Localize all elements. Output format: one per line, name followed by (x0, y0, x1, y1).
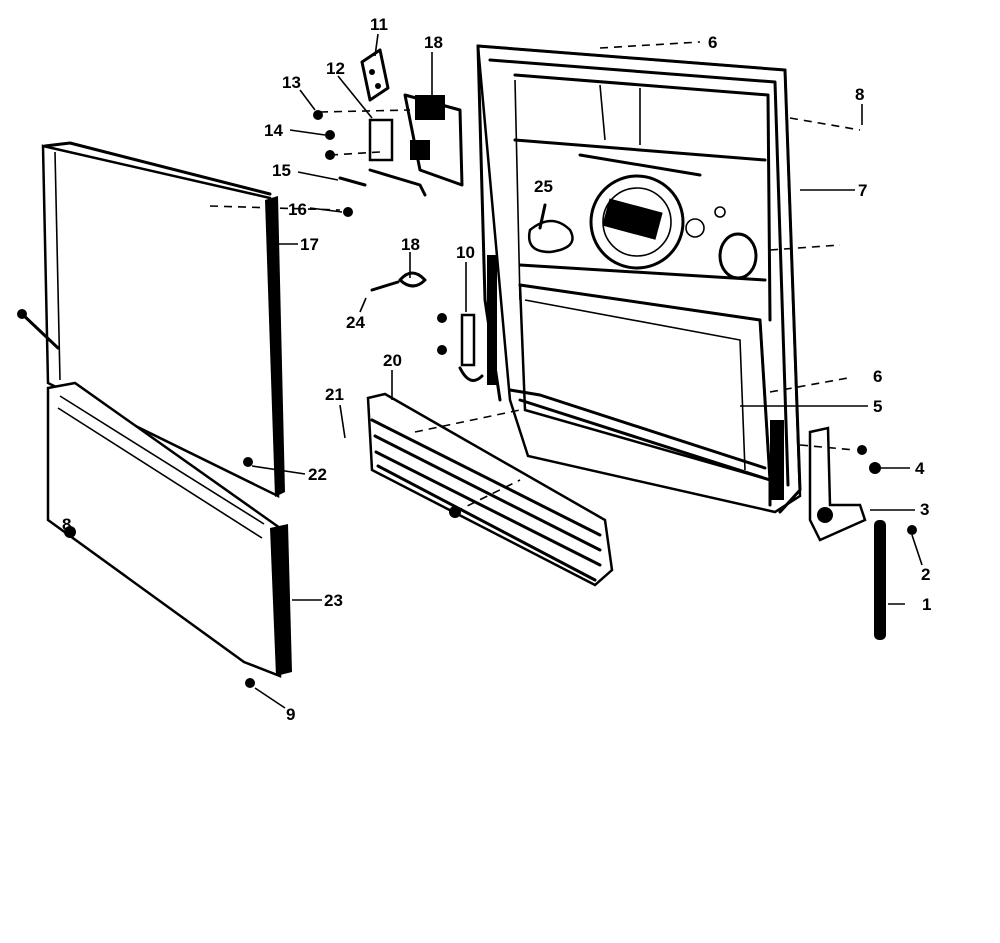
left-screws (17, 309, 255, 688)
access-panel (46, 381, 292, 678)
callout-7: 7 (858, 181, 867, 200)
callout-17: 17 (300, 235, 319, 254)
callout-25: 25 (534, 177, 553, 196)
kick-plate (366, 392, 614, 587)
callout-4: 4 (915, 459, 925, 478)
callout-9: 9 (286, 705, 295, 724)
callout-23: 23 (324, 591, 343, 610)
door-side-pieces (437, 313, 484, 382)
callout-11: 11 (370, 15, 388, 34)
callout-8-left: 8 (62, 515, 71, 534)
callout-20: 20 (383, 351, 402, 370)
callout-16: 16 (288, 200, 307, 219)
callout-3: 3 (920, 500, 929, 519)
assembly-guides (209, 41, 861, 513)
callout-18-top: 18 (424, 33, 443, 52)
callout-1: 1 (922, 595, 931, 614)
callout-6-top: 6 (708, 33, 717, 52)
callout-12: 12 (326, 59, 345, 78)
callout-18-mid: 18 (401, 235, 420, 254)
spring-clip (370, 271, 427, 292)
callout-5: 5 (873, 397, 882, 416)
callout-21: 21 (325, 385, 344, 404)
latch-assembly (313, 48, 464, 217)
callout-14: 14 (264, 121, 283, 140)
callout-6-right: 6 (873, 367, 882, 386)
inner-door-frame (476, 44, 802, 514)
callout-15: 15 (272, 161, 291, 180)
callout-8-right: 8 (855, 85, 864, 104)
callout-13: 13 (282, 73, 301, 92)
callout-2: 2 (921, 565, 930, 584)
callout-22: 22 (308, 465, 327, 484)
callouts: 1 2 3 4 5 6 6 7 8 8 9 10 11 12 13 14 15 … (62, 15, 931, 724)
detergent-cup (527, 203, 574, 254)
callout-24: 24 (346, 313, 365, 332)
callout-10: 10 (456, 243, 475, 262)
hinge-bracket (808, 426, 917, 640)
